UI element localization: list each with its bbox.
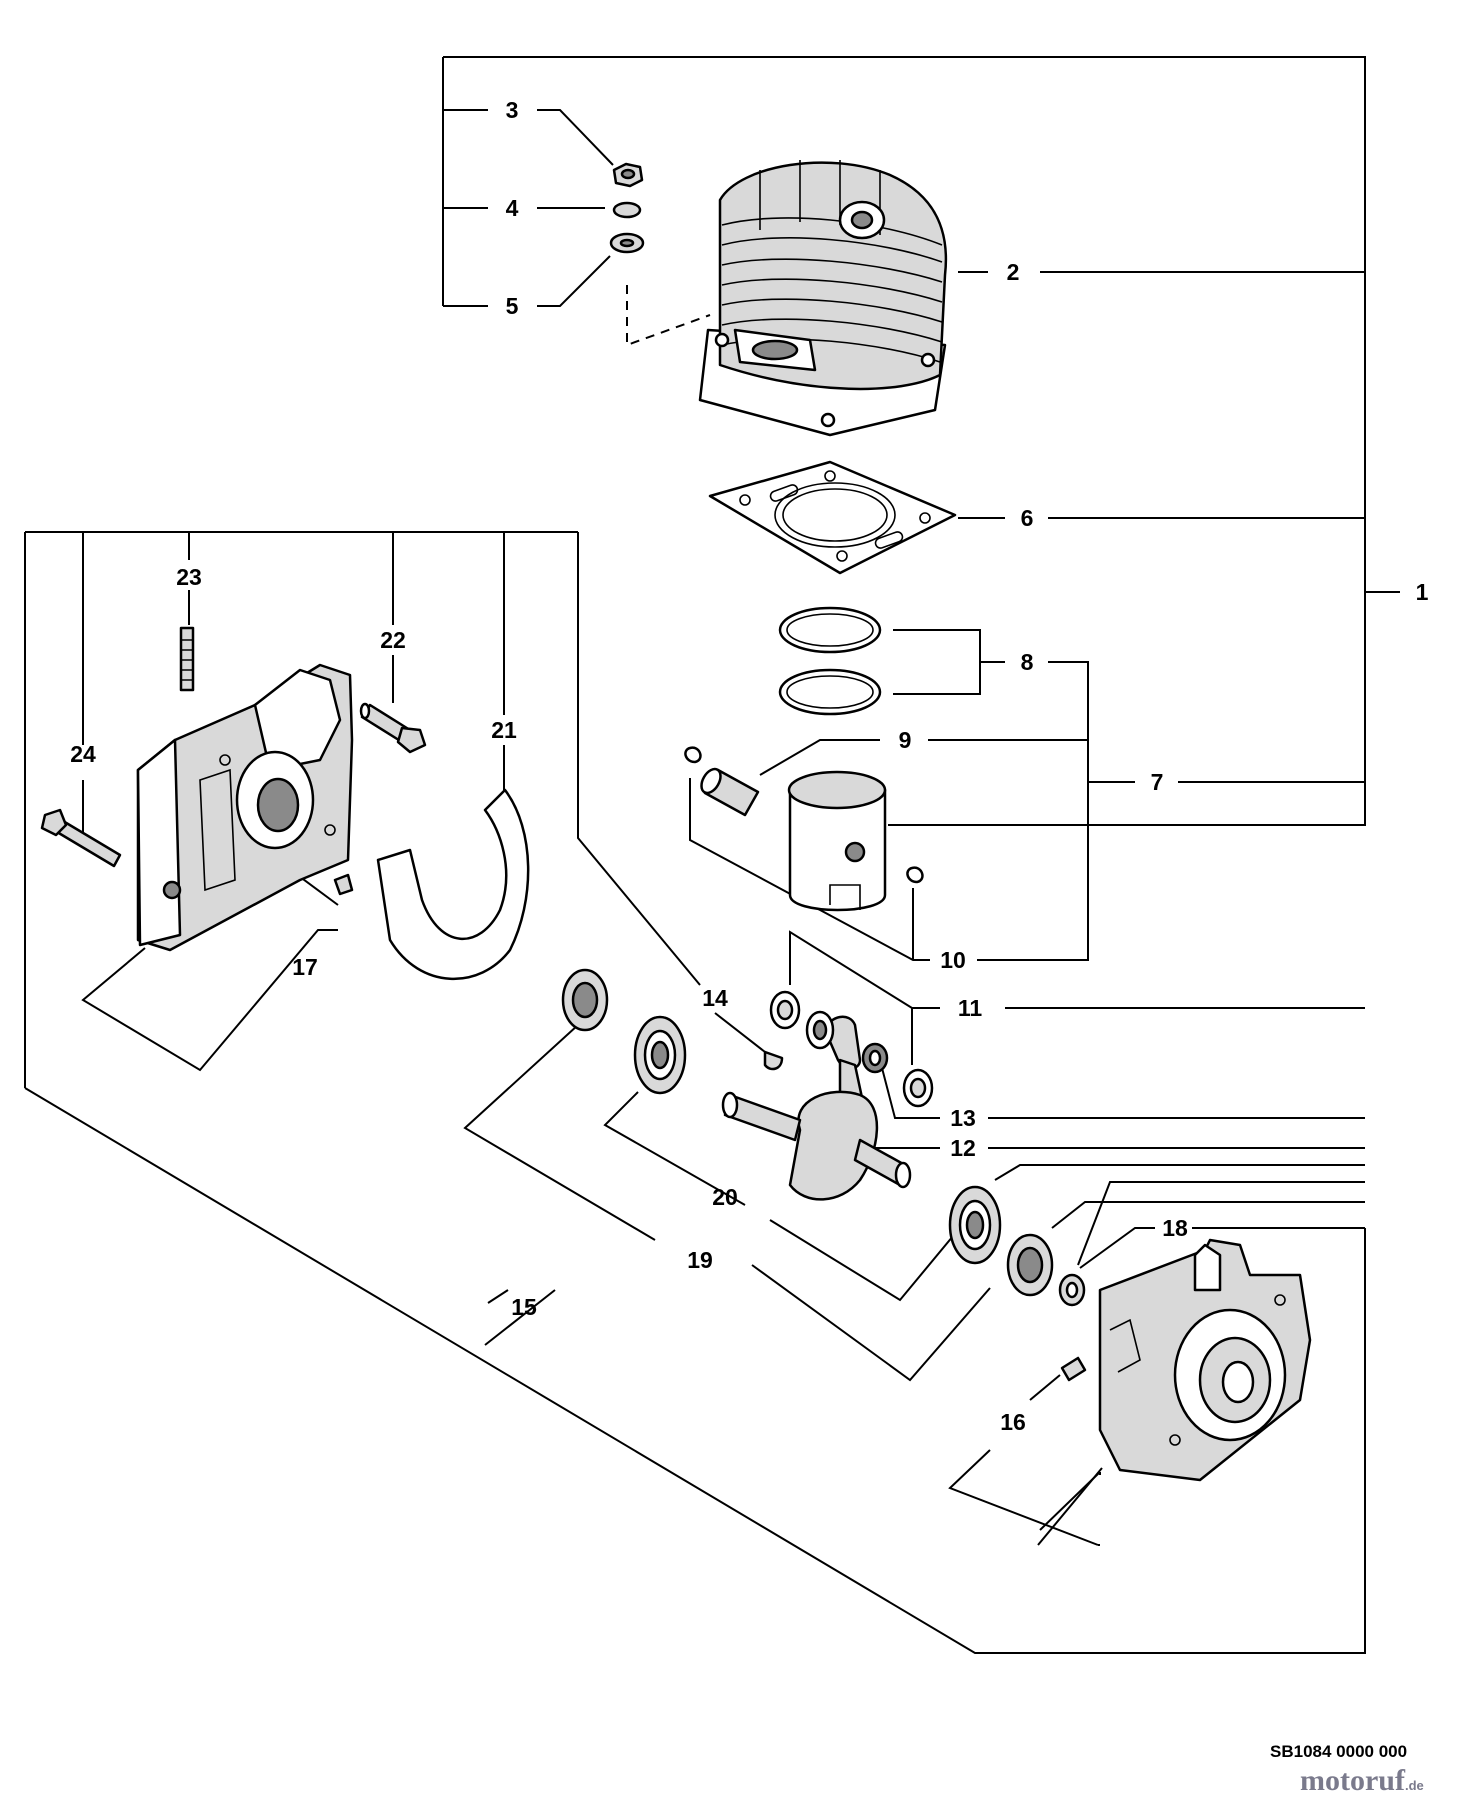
flat-washer-part <box>609 232 645 254</box>
crankshaft-part <box>721 1010 912 1201</box>
callout-15: 15 <box>511 1294 537 1320</box>
dowel-pin-part <box>333 873 354 896</box>
ball-bearing-part <box>948 1185 1002 1265</box>
drawing-reference: SB1084 0000 000 <box>1270 1742 1408 1761</box>
brand-watermark: motoruf.de <box>1300 1764 1424 1798</box>
thrust-washer-part <box>769 990 934 1108</box>
oil-seal-part <box>1006 1233 1054 1297</box>
callout-5: 5 <box>506 293 519 319</box>
cylinder-gasket-part <box>708 460 957 575</box>
oil-seal-part <box>561 968 609 1032</box>
ball-bearing-part <box>633 1015 687 1095</box>
needle-bearing-part <box>861 1042 889 1074</box>
callout-20: 20 <box>712 1184 738 1210</box>
woodruff-key-part <box>763 1050 784 1071</box>
dowel-pin-part <box>1060 1356 1087 1382</box>
crankcase-left-part <box>136 663 354 952</box>
circlip-part <box>906 866 924 884</box>
callout-4: 4 <box>506 195 519 221</box>
washer-part <box>1058 1273 1086 1307</box>
crankcase-right-part <box>1098 1238 1312 1482</box>
piston-pin-part <box>700 767 760 817</box>
callout-21: 21 <box>491 717 517 743</box>
crankcase-gasket-part <box>376 788 530 981</box>
callout-13: 13 <box>950 1105 976 1131</box>
callout-1: 1 <box>1416 579 1429 605</box>
piston-ring-part <box>778 606 882 716</box>
piston-part <box>787 770 887 912</box>
leader-lines <box>24 56 1400 1654</box>
callout-labels: 1 2 3 4 5 6 7 8 9 10 11 12 13 14 15 16 1… <box>70 97 1428 1435</box>
callout-22: 22 <box>380 627 406 653</box>
callout-23: 23 <box>176 564 202 590</box>
bolt-part <box>359 702 427 754</box>
callout-24: 24 <box>70 741 96 767</box>
callout-12: 12 <box>950 1135 976 1161</box>
callout-17: 17 <box>292 954 318 980</box>
nut-part <box>612 162 644 188</box>
brand-tld: .de <box>1404 1778 1424 1793</box>
callout-8: 8 <box>1021 649 1034 675</box>
callout-16: 16 <box>1000 1409 1026 1435</box>
circlip-part <box>684 746 702 764</box>
callout-14: 14 <box>702 985 728 1011</box>
spring-washer-part <box>612 201 642 219</box>
brand-name: motoruf <box>1300 1764 1405 1797</box>
callout-18: 18 <box>1162 1215 1188 1241</box>
callout-7: 7 <box>1151 769 1164 795</box>
callout-6: 6 <box>1021 505 1034 531</box>
stud-part <box>179 626 195 692</box>
callout-9: 9 <box>899 727 912 753</box>
callout-11: 11 <box>958 995 983 1021</box>
cylinder-part <box>698 160 948 437</box>
bolt-part <box>40 808 122 868</box>
callout-2: 2 <box>1007 259 1020 285</box>
callout-3: 3 <box>506 97 519 123</box>
callout-10: 10 <box>940 947 966 973</box>
callout-19: 19 <box>687 1247 713 1273</box>
